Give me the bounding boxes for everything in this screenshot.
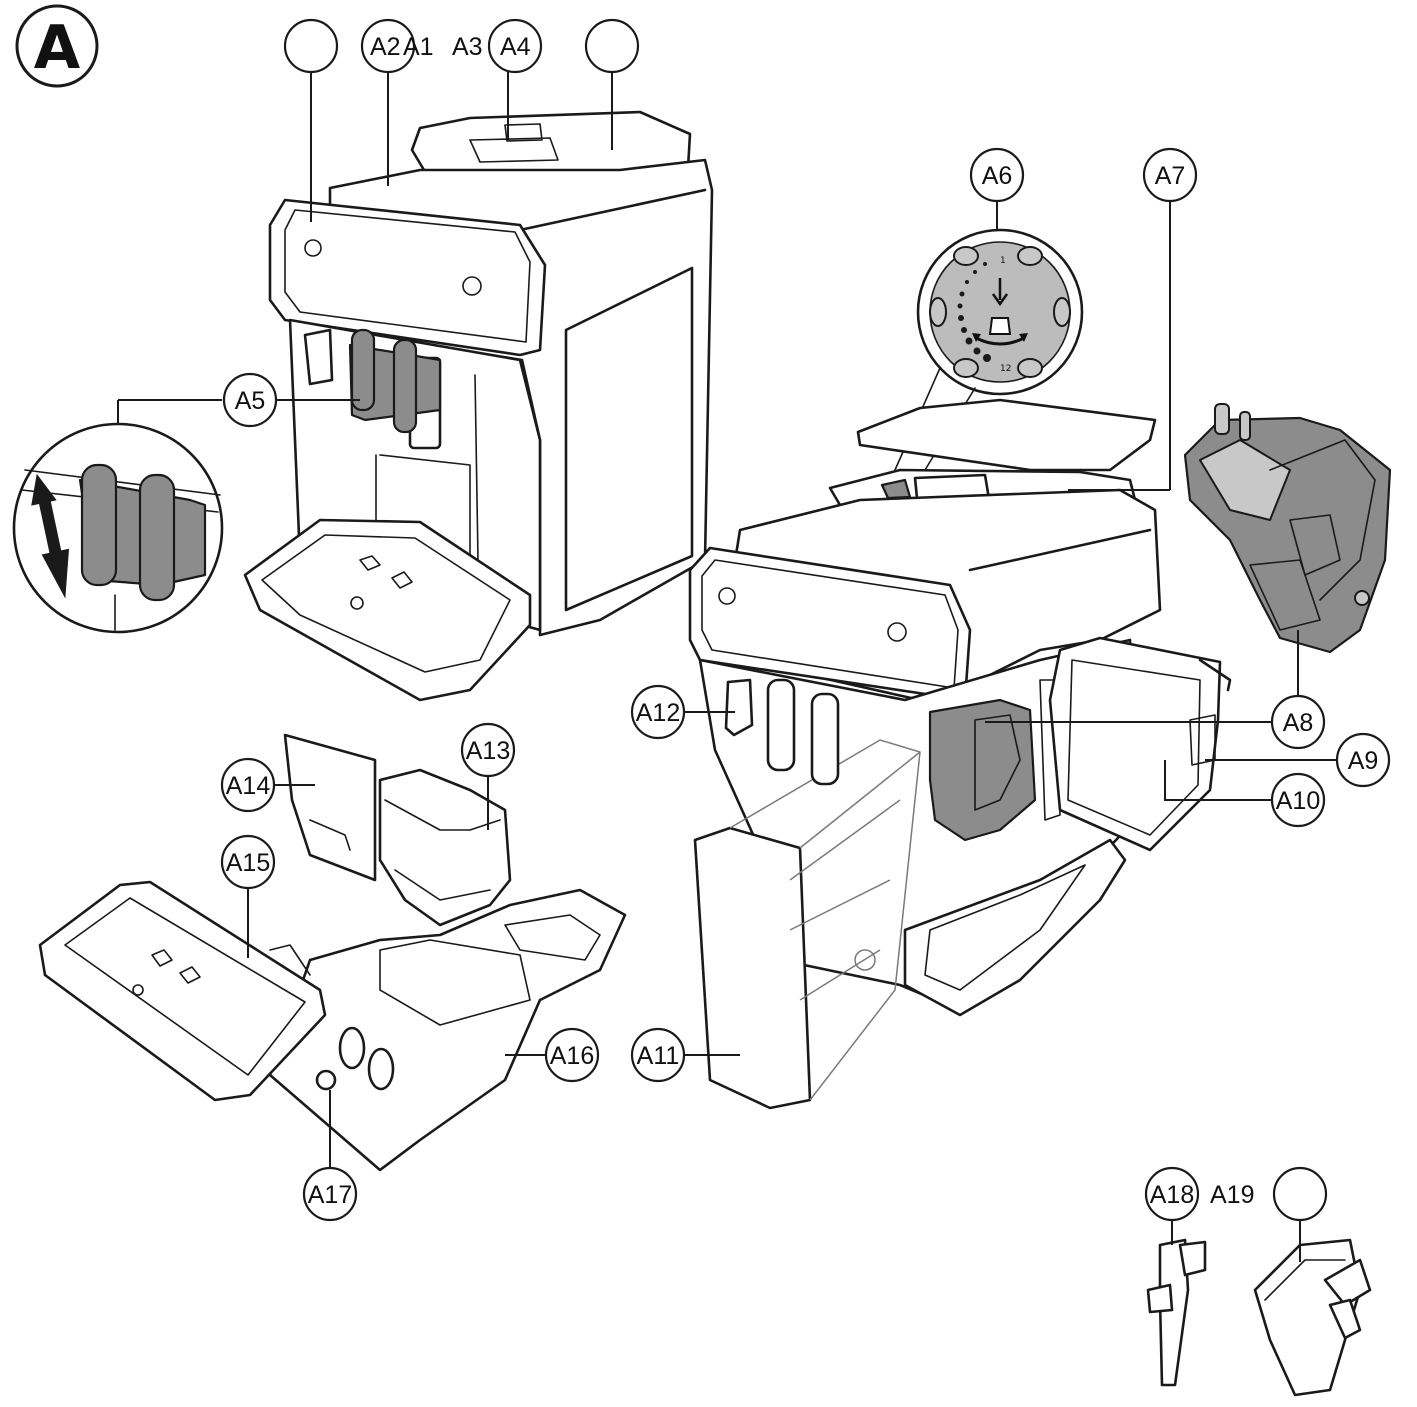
callout-a4 [487,18,543,74]
callout-a9 [1335,732,1391,788]
callout-a11 [630,1027,686,1083]
drip-tray-exploded [38,733,627,1172]
dial-mark-bottom: 12 [1000,364,1011,374]
callout-a15 [220,834,276,890]
callout-a14 [220,757,276,813]
callout-a1 [283,18,339,74]
callouts-drip-tray: A14 A13 A15 A16 A17 [220,722,600,1222]
callout-a16 [544,1027,600,1083]
callout-a10 [1270,772,1326,828]
label-a10: A10 [1276,787,1320,815]
callouts-machine-open: A7 A8 A9 A10 A11 A12 [630,147,1391,1083]
label-a15: A15 [226,849,270,877]
callout-a2 [360,18,416,74]
callout-a18 [1144,1166,1200,1222]
label-a3: A3 [452,33,483,61]
label-a17: A17 [308,1181,352,1209]
label-a11: A11 [637,1042,680,1070]
callout-a13 [460,722,516,778]
callout-a7 [1142,147,1198,203]
dial-mark-top: 1 [1000,256,1006,266]
callout-a3 [584,18,640,74]
label-a2: A2 [370,33,401,61]
callout-a19 [1272,1166,1328,1222]
brew-group-part [1183,403,1392,654]
label-a19: A19 [1210,1181,1254,1209]
spout-zoom-inset: A5 [12,372,360,634]
callout-a17 [302,1166,358,1222]
callout-a6 [969,147,1025,203]
label-a13: A13 [466,737,510,765]
label-a12: A12 [636,699,680,727]
section-badge: A [15,4,99,88]
label-a4: A4 [500,33,531,61]
callout-a8 [1270,694,1326,750]
label-a9: A9 [1348,747,1379,775]
callout-a12 [630,684,686,740]
label-a7: A7 [1155,162,1186,190]
machine-front-view [243,110,714,702]
accessories: A18 A19 [1144,1166,1372,1397]
label-a16: A16 [550,1042,594,1070]
machine-open-view [688,398,1232,1110]
label-a18: A18 [1150,1181,1194,1209]
label-a6: A6 [982,162,1013,190]
callout-a5 [222,372,278,428]
label-a1: A1 [403,33,434,61]
callouts-machine-front: A2 A1 A3 A4 [283,18,640,222]
label-a14: A14 [226,772,271,800]
label-a8: A8 [1283,709,1314,737]
section-badge-letter: A [34,13,81,83]
label-a5: A5 [235,387,266,415]
